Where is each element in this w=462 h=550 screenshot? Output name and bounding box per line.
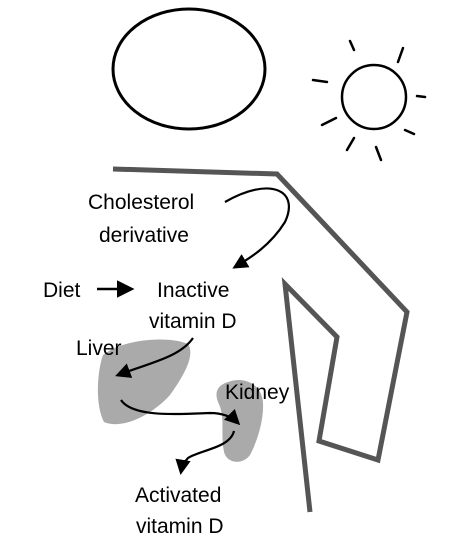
label-inactive-line1: Inactive [157, 279, 229, 302]
inactive-to-liver-arrow [115, 337, 194, 378]
cholesterol-to-inactive-arrow [224, 187, 290, 269]
label-cholesterol-line2: derivative [99, 224, 189, 247]
label-diet: Diet [43, 279, 81, 302]
body-outline [112, 166, 410, 513]
head-circle [111, 7, 267, 131]
label-cholesterol-line1: Cholesterol [88, 191, 194, 214]
label-inactive-line2: vitamin D [149, 310, 237, 333]
label-activated-line1: Activated [135, 484, 221, 507]
label-liver: Liver [76, 337, 122, 360]
label-kidney: Kidney [225, 381, 290, 404]
sun-icon [311, 39, 427, 162]
liver-shape [97, 339, 191, 425]
liver-to-kidney-arrow [120, 399, 241, 426]
kidney-to-activated-arrow [175, 430, 236, 476]
label-activated-line2: vitamin D [136, 515, 224, 538]
